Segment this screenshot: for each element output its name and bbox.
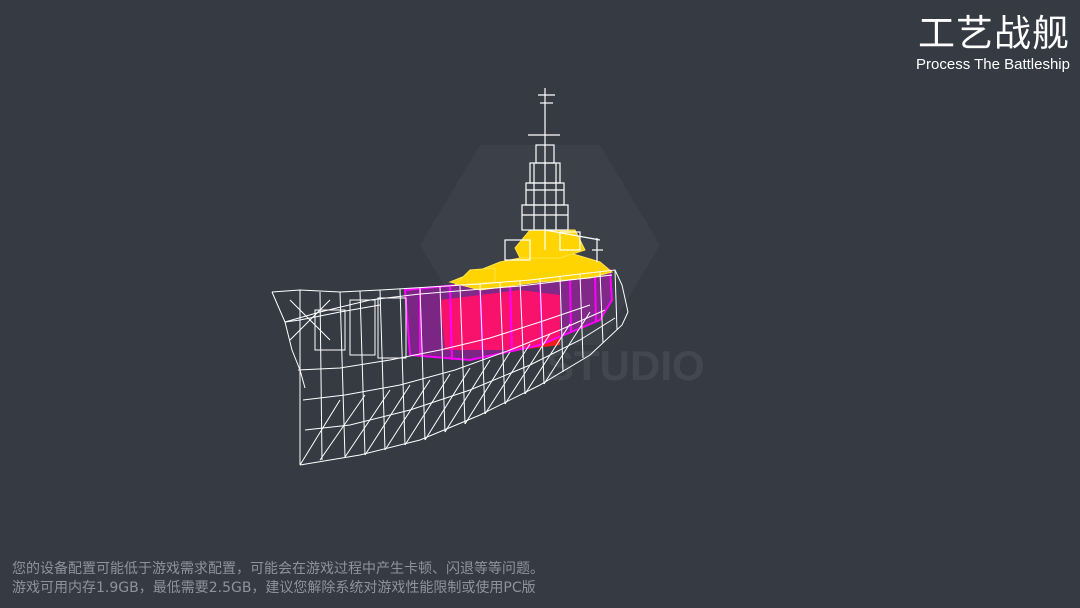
logo-title: 工艺战舰 bbox=[918, 12, 1070, 55]
warning-line-2: 游戏可用内存1.9GB，最低需要2.5GB，建议您解除系统对游戏性能限制或使用P… bbox=[12, 580, 536, 596]
core-section bbox=[440, 290, 560, 350]
game-logo: 工艺战舰 Process The Battleship bbox=[916, 14, 1070, 74]
warning-line-1: 您的设备配置可能低于游戏需求配置，可能会在游戏过程中产生卡顿、闪退等等问题。 bbox=[12, 561, 544, 577]
logo-subtitle: Process The Battleship bbox=[916, 56, 1070, 73]
performance-warning: 您的设备配置可能低于游戏需求配置，可能会在游戏过程中产生卡顿、闪退等等问题。 游… bbox=[12, 560, 544, 598]
tower-mast bbox=[504, 88, 603, 262]
hull-wireframe bbox=[271, 269, 629, 466]
studio-watermark-text: STUDIO bbox=[546, 342, 705, 389]
